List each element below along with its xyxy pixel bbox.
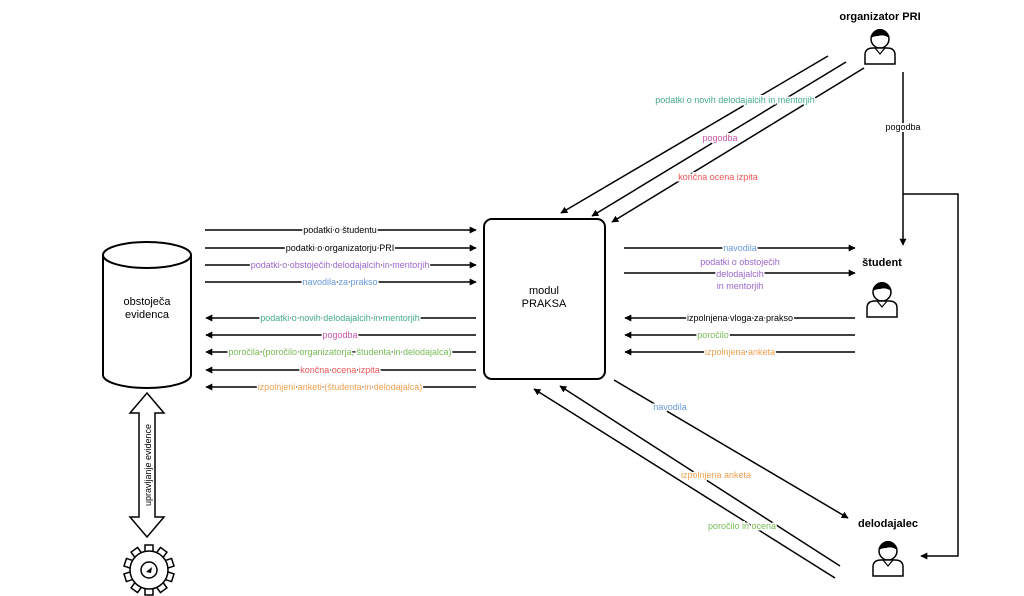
flow-label-existing-employers: podatki o obstoječih delodajalcih in men… xyxy=(251,260,430,270)
gear-icon[interactable] xyxy=(123,544,175,596)
org-contract-label: pogodba xyxy=(885,122,920,132)
person-icon[interactable] xyxy=(864,29,896,65)
flow-module-to-db[interactable] xyxy=(205,314,476,391)
flow-label-new-employers: podatki o novih delodajalcih in mentorji… xyxy=(260,313,420,323)
person-icon[interactable] xyxy=(866,282,898,318)
actor-organizer-label: organizator PRI xyxy=(839,11,920,23)
employer-label-report: poročilo in ocena xyxy=(708,521,776,531)
flow-module-to-student[interactable] xyxy=(624,244,856,277)
employer-label-survey: izpolnjena anketa xyxy=(681,470,751,480)
person-icon[interactable] xyxy=(872,541,904,577)
org-label-contract: pogodba xyxy=(702,133,737,143)
flow-student-to-module[interactable] xyxy=(624,314,855,356)
flow-label-final-grade: končna ocena izpita xyxy=(300,365,380,375)
flow-label-reports: poročila (poročilo organizatorja, študen… xyxy=(228,347,451,357)
flow-label-contract: pogodba xyxy=(322,330,357,340)
flow-label-organizer-data: podatki o organizatorju PRI xyxy=(286,243,395,253)
actor-employer-label: delodajalec xyxy=(858,518,918,530)
student-label-employers-1: podatki o obstoječih xyxy=(700,257,780,267)
database-cylinder-icon[interactable] xyxy=(102,241,192,389)
db-label-line1: obstoječa xyxy=(123,296,171,308)
flow-label-surveys: izpolnjeni anketi (študenta in delodajal… xyxy=(258,382,423,392)
org-label-final-grade: končna ocena izpita xyxy=(678,172,758,182)
flow-organizer-to-module[interactable] xyxy=(560,55,865,223)
employer-label-instructions: navodila xyxy=(653,402,687,412)
flow-label-student-data: podatki o študentu xyxy=(303,225,377,235)
flow-label-instructions: navodila za prakso xyxy=(302,277,377,287)
module-label-line2: PRAKSA xyxy=(522,298,567,310)
student-label-application: izpolnjena vloga za prakso xyxy=(687,313,793,323)
student-label-employers-2: delodajalcih xyxy=(716,269,764,279)
manage-records-label: upravljanje evidence xyxy=(143,424,153,506)
student-label-report: poročilo xyxy=(697,330,729,340)
module-praksa-box[interactable] xyxy=(483,218,606,380)
db-label-line2: evidenca xyxy=(125,309,170,321)
double-arrow-icon[interactable] xyxy=(128,391,166,539)
actor-student-label: študent xyxy=(862,257,902,269)
org-label-new-employers: podatki o novih delodajalcih in mentorji… xyxy=(655,95,815,105)
flow-organizer-contract[interactable] xyxy=(899,72,959,560)
module-label-line1: modul xyxy=(529,285,559,297)
flow-db-to-module[interactable] xyxy=(205,226,477,286)
flow-module-employer[interactable] xyxy=(533,379,849,579)
student-label-employers-3: in mentorjih xyxy=(717,281,764,291)
student-label-instructions: navodila xyxy=(723,243,757,253)
student-label-survey: izpolnjena anketa xyxy=(705,347,775,357)
